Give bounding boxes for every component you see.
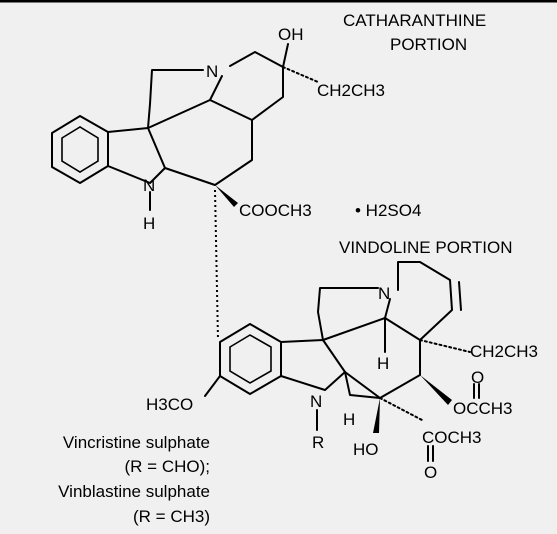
lower-unsaturated-ring bbox=[397, 261, 453, 341]
upper-ethyl-hash bbox=[282, 66, 319, 83]
lower-ho-wedge bbox=[373, 398, 380, 433]
lower-methoxy-bond bbox=[204, 375, 221, 397]
lower-double-bond bbox=[458, 281, 462, 311]
lower-carbonyl-o-label: O bbox=[471, 368, 484, 387]
lower-ethyl-label: CH2CH3 bbox=[470, 342, 538, 361]
caption-vincristine-r: (R = CHO); bbox=[125, 457, 210, 476]
lower-ester-o-label: O bbox=[424, 463, 437, 482]
lower-n-ring-label: N bbox=[378, 284, 390, 303]
lower-ester-hash bbox=[379, 397, 423, 421]
lower-ho-label: HO bbox=[353, 440, 379, 459]
upper-ethyl-label: CH2CH3 bbox=[317, 81, 385, 100]
lower-n-to-c bbox=[384, 298, 391, 319]
upper-benzene-inner-ring bbox=[61, 126, 99, 173]
upper-indoline-ring bbox=[107, 127, 166, 184]
upper-n-label: N bbox=[206, 62, 218, 81]
upper-benzene-ring bbox=[51, 115, 109, 184]
sulfate-salt-label: • H2SO4 bbox=[355, 201, 421, 220]
catharanthine-portion-structure bbox=[51, 43, 319, 341]
caption-vinblastine-r: (R = CH3) bbox=[133, 507, 210, 526]
lower-pyrrolidine-ring bbox=[317, 287, 379, 341]
vindoline-label: VINDOLINE PORTION bbox=[339, 238, 513, 257]
upper-central-ring bbox=[147, 99, 253, 186]
catharanthine-label-line1: CATHARANTHINE bbox=[343, 11, 486, 30]
vindoline-portion-structure bbox=[204, 261, 480, 462]
lower-ethyl-hash bbox=[419, 339, 471, 353]
lower-central-ring bbox=[322, 317, 421, 399]
lower-indoline-ring bbox=[280, 339, 346, 391]
caption-vinblastine: Vinblastine sulphate bbox=[58, 482, 210, 501]
lower-ester-label: COCH3 bbox=[422, 428, 482, 447]
upper-nh-n-label: N bbox=[143, 176, 155, 195]
lower-central-h-label: H bbox=[377, 354, 389, 373]
lower-n-r-n-label: N bbox=[310, 392, 322, 411]
lower-h-low-label: H bbox=[343, 410, 355, 429]
catharanthine-label-line2: PORTION bbox=[390, 35, 467, 54]
lower-acetoxy-label: OCCH3 bbox=[453, 399, 513, 418]
lower-methoxy-label: H3CO bbox=[146, 395, 193, 414]
upper-nh-h-label: H bbox=[143, 214, 155, 233]
lower-bottom-ring bbox=[344, 371, 381, 399]
upper-ester-wedge bbox=[215, 185, 238, 207]
upper-piperidine-ring bbox=[229, 51, 284, 121]
dimer-link-hashed-bond bbox=[214, 189, 219, 341]
lower-r-label: R bbox=[312, 433, 324, 452]
upper-n-to-c bbox=[209, 75, 223, 101]
caption-vincristine: Vincristine sulphate bbox=[63, 433, 210, 452]
upper-oh-label: OH bbox=[278, 25, 304, 44]
lower-benzene-inner-ring bbox=[229, 334, 272, 384]
upper-ester-label: COOCH3 bbox=[239, 201, 312, 220]
upper-pyrrolidine-ring bbox=[147, 69, 204, 129]
lower-acetoxy-wedge bbox=[420, 375, 452, 405]
upper-oh-bond bbox=[282, 43, 289, 68]
